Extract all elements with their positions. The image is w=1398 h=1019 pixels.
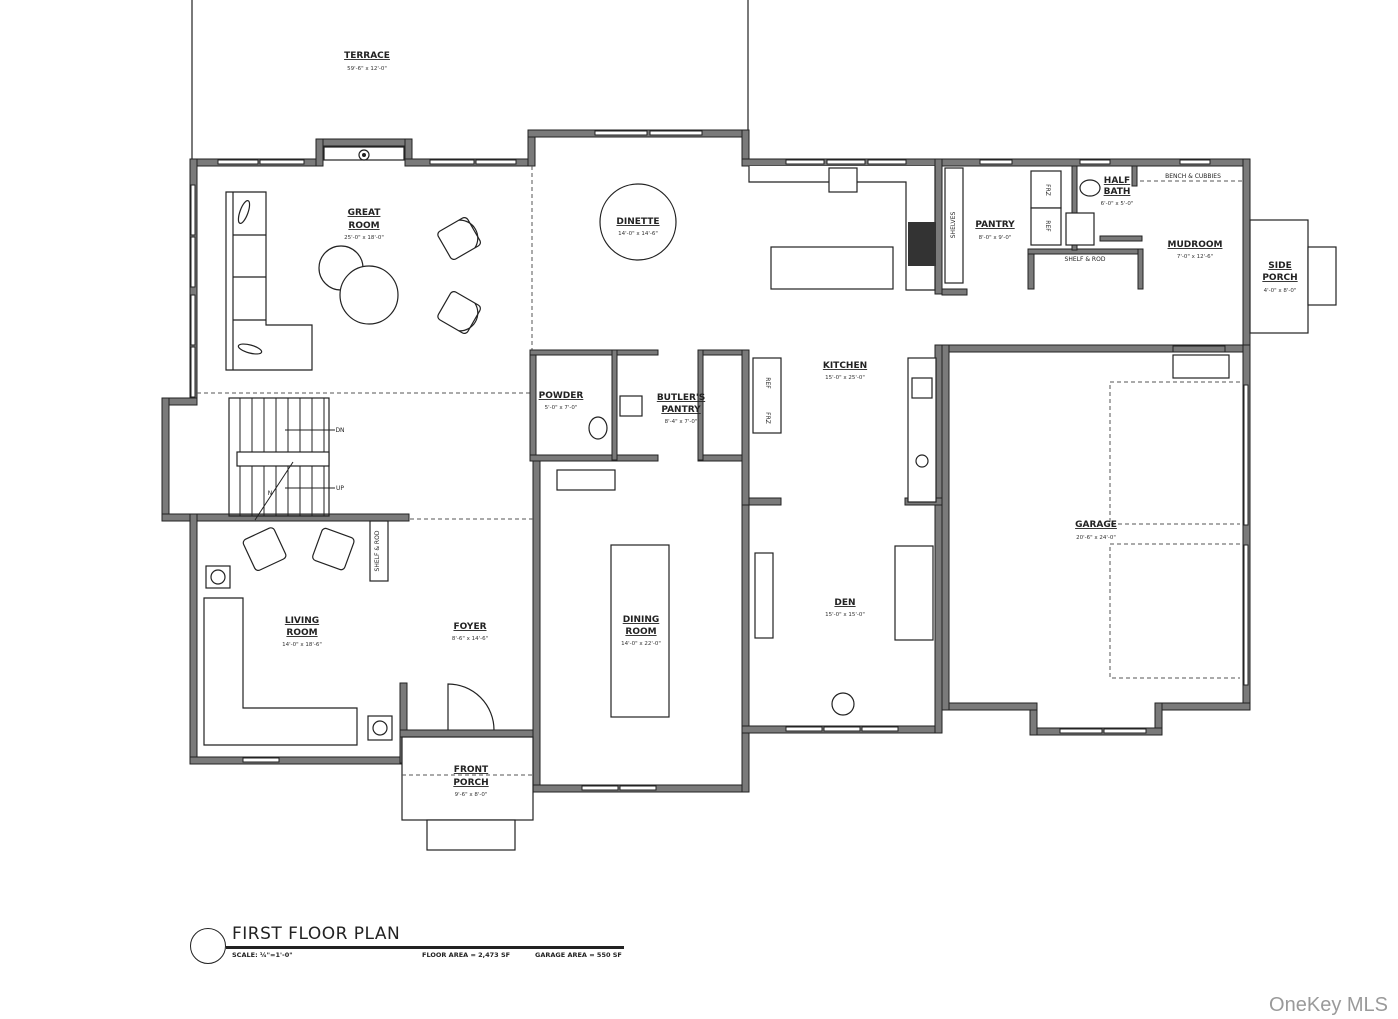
living-room: SHELF & ROD LIVING ROOM 14'-0" x 18'-6" <box>203 520 393 746</box>
dining-room-label-1: DINING <box>623 615 660 625</box>
kitchen-dims: 15'-0" x 25'-0" <box>825 375 865 381</box>
powder-label: POWDER <box>539 391 584 401</box>
title-circle-icon <box>190 928 226 964</box>
ref-label: REF <box>764 377 771 389</box>
watermark: OneKey MLS <box>1269 994 1388 1016</box>
front-porch-label-2: PORCH <box>453 778 488 788</box>
butlers-pantry-label-1: BUTLER'S <box>657 393 705 403</box>
shelves-label: SHELVES <box>950 212 957 239</box>
garage-label: GARAGE <box>1075 520 1117 530</box>
powder-dims: 5'-0" x 7'-0" <box>545 405 578 411</box>
east-wing-rooms: SHELVES PANTRY 8'-0" x 9'-0" FRZ REF HAL… <box>944 167 1337 334</box>
powder-and-butlers: POWDER 5'-0" x 7'-0" BUTLER'S PANTRY 8'-… <box>539 391 705 440</box>
half-bath-label-1: HALF <box>1104 176 1130 186</box>
title-block: FIRST FLOOR PLAN SCALE: ¼"=1'-0" FLOOR A… <box>190 924 630 970</box>
half-bath-dims: 6'-0" x 5'-0" <box>1101 201 1134 207</box>
den: DEN 15'-0" x 15'-0" <box>754 545 934 716</box>
great-room-dims: 25'-0" x 18'-0" <box>344 235 384 241</box>
dining-room: DINING ROOM 14'-0" x 22'-0" <box>556 469 670 718</box>
front-porch-dims: 9'-6" x 8'-0" <box>455 792 488 798</box>
plan-title: FIRST FLOOR PLAN <box>232 924 401 944</box>
kitchen-label: KITCHEN <box>823 361 867 371</box>
front-porch: FRONT PORCH 9'-6" x 8'-0" <box>401 736 534 851</box>
dinette-label: DINETTE <box>616 217 659 227</box>
great-room-label-2: ROOM <box>348 221 379 231</box>
dinette: DINETTE 14'-0" x 14'-6" <box>599 183 677 261</box>
floor-area: FLOOR AREA = 2,473 SF <box>422 951 511 959</box>
plan-scale: SCALE: ¼"=1'-0" <box>232 951 293 959</box>
pantry-dims: 8'-0" x 9'-0" <box>979 235 1012 241</box>
living-room-dims: 14'-0" x 18'-6" <box>282 642 322 648</box>
half-bath-label-2: BATH <box>1104 187 1131 197</box>
interior-walls <box>196 165 1226 522</box>
great-room-label-1: GREAT <box>348 208 382 218</box>
bench-cubbies-label: BENCH & CUBBIES <box>1165 173 1221 180</box>
den-label: DEN <box>834 598 855 608</box>
fireplace <box>323 146 405 161</box>
terrace-dims: 59'-6" x 12'-0" <box>347 66 387 72</box>
foyer-dims: 8'-6" x 14'-6" <box>452 636 488 642</box>
stair-up-label: UP <box>336 485 344 492</box>
pantry-label: PANTRY <box>975 220 1015 230</box>
dining-room-dims: 14'-0" x 22'-0" <box>621 641 661 647</box>
butlers-pantry-label-2: PANTRY <box>661 405 701 415</box>
butlers-pantry-dims: 8'-4" x 7'-0" <box>665 419 698 425</box>
terrace-label: TERRACE <box>344 51 390 61</box>
title-underline <box>226 946 624 949</box>
garage-area: GARAGE AREA = 550 SF <box>535 951 622 959</box>
dining-room-label-2: ROOM <box>625 627 656 637</box>
great-room: GREAT ROOM 25'-0" x 18'-0" <box>225 191 481 371</box>
windows <box>190 130 1249 791</box>
pantry-ref-label: REF <box>1044 220 1051 232</box>
foyer: FOYER 8'-6" x 14'-6" <box>447 622 495 731</box>
staircase: DN UP N <box>228 397 345 521</box>
frz-label: FRZ <box>764 412 771 424</box>
side-porch-label-1: SIDE <box>1268 261 1291 271</box>
stair-break-label: N <box>268 490 273 497</box>
terrace: TERRACE 59'-6" x 12'-0" <box>191 0 749 160</box>
closet-shelf-rod-label: SHELF & ROD <box>374 530 381 571</box>
shelf-rod-label: SHELF & ROD <box>1065 256 1106 263</box>
front-porch-label-1: FRONT <box>454 765 489 775</box>
living-room-label-1: LIVING <box>285 616 319 626</box>
den-dims: 15'-0" x 15'-0" <box>825 612 865 618</box>
kitchen: KITCHEN 15'-0" x 25'-0" REF FRZ <box>748 166 937 503</box>
garage-dims: 20'-6" x 24'-0" <box>1076 535 1116 541</box>
side-porch-label-2: PORCH <box>1262 273 1297 283</box>
pantry-frz-label: FRZ <box>1044 184 1051 196</box>
garage: GARAGE 20'-6" x 24'-0" <box>1075 354 1240 679</box>
dinette-dims: 14'-0" x 14'-6" <box>618 231 658 237</box>
foyer-label: FOYER <box>453 622 486 632</box>
mudroom-dims: 7'-0" x 12'-6" <box>1177 254 1213 260</box>
living-room-label-2: ROOM <box>286 628 317 638</box>
stair-dn-label: DN <box>335 427 344 434</box>
side-porch-dims: 4'-0" x 8'-0" <box>1264 288 1297 294</box>
mudroom-label: MUDROOM <box>1168 240 1223 250</box>
